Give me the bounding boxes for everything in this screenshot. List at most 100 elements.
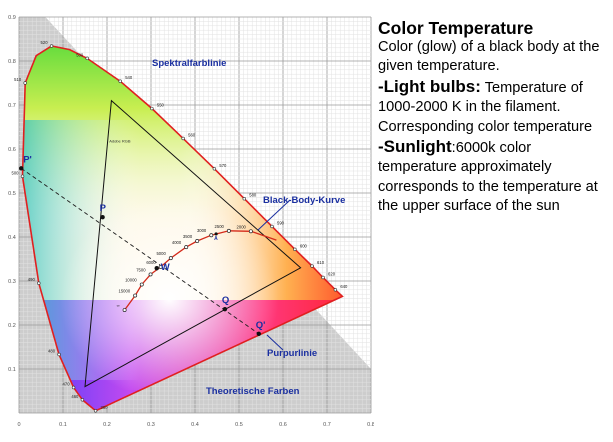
reference-point (154, 266, 159, 271)
y-tick-label: 0.9 (8, 15, 16, 21)
temperature-marker (122, 308, 127, 312)
temperature-marker (209, 233, 214, 238)
temperature-label: 2500 (215, 224, 225, 229)
x-tick-label: 0.2 (103, 422, 111, 428)
black-body-pointer (257, 199, 291, 231)
wavelength-marker (49, 44, 54, 48)
temperature-marker (195, 239, 200, 243)
temperature-label: 10000 (125, 278, 137, 283)
wavelength-marker (93, 409, 98, 413)
theoretical-colors-label: Theoretische Farben (206, 386, 300, 397)
wavelength-label: 570 (219, 163, 227, 168)
sunlight-heading: -Sunlight (378, 137, 452, 157)
wavelength-label: 610 (317, 260, 325, 265)
temperature-marker (148, 272, 153, 277)
wavelength-label: 380 (101, 405, 109, 410)
wavelength-label: 600 (300, 243, 308, 248)
wavelength-markers: 5205305405505605705805906006106206405105… (12, 40, 348, 413)
reference-point-label: P (100, 203, 107, 214)
wavelength-marker (293, 247, 297, 252)
wavelength-label: 560 (188, 132, 196, 137)
temperature-marker (168, 256, 173, 261)
temperature-marker (133, 293, 138, 298)
spektralfarblinie-label: Spektralfarblinie (152, 58, 226, 69)
temperature-marker (139, 282, 144, 287)
y-tick-label: 0.7 (8, 103, 16, 109)
reference-point-label: P' (23, 154, 32, 165)
wavelength-marker (37, 281, 41, 285)
x-tick-label: 0.3 (147, 422, 155, 428)
reference-point (19, 166, 24, 171)
corresponding-text: Corresponding color temperature (378, 118, 593, 135)
wavelength-marker (20, 174, 25, 178)
wavelength-marker (310, 264, 314, 268)
wavelength-marker (181, 136, 185, 141)
wavelength-label: 490 (28, 277, 36, 282)
gamut-label: Adobe RGB (109, 138, 131, 143)
temperature-label: 5000 (156, 251, 166, 256)
x-tick-label: 0.6 (279, 422, 287, 428)
wavelength-marker (57, 352, 61, 357)
temperature-marker (226, 228, 231, 233)
y-tick-label: 0.1 (8, 367, 16, 373)
y-tick-label: 0.6 (8, 147, 16, 153)
sunlight-paragraph: -Sunlight:6000k color temperature approx… (378, 137, 610, 217)
light-bulbs-paragraph: -Light bulbs: Temperature of 1000-2000 K… (378, 77, 610, 118)
wavelength-label: 500 (12, 170, 20, 175)
dominant-wavelength-line (20, 167, 260, 335)
wavelength-label: 550 (157, 103, 165, 108)
reference-point-label: A (214, 236, 218, 242)
x-tick-label: 0.5 (235, 422, 243, 428)
x-tick-label: 0.7 (323, 422, 331, 428)
reference-point (222, 306, 228, 312)
black-body-markers: 2000250030003500400050006000750010000150… (117, 224, 253, 312)
temperature-label: 2000 (237, 224, 247, 229)
wavelength-marker (23, 81, 27, 85)
wavelength-marker (242, 197, 246, 201)
wavelength-label: 480 (48, 348, 56, 353)
wavelength-marker (85, 56, 89, 61)
temperature-label: 3000 (197, 228, 207, 233)
wavelength-marker (270, 224, 274, 229)
wavelength-label: 640 (340, 284, 348, 289)
temperature-label: 15000 (119, 289, 131, 294)
temperature-marker (158, 264, 163, 269)
reference-point (214, 232, 218, 236)
sunlight-text: :6000k color temperature approximately c… (378, 140, 598, 215)
reference-point-label: W (161, 262, 170, 273)
wavelength-label: 470 (63, 381, 71, 386)
reference-point (256, 331, 261, 336)
y-tick-label: 0.8 (8, 59, 16, 65)
x-tick-label: 0.1 (59, 422, 67, 428)
cie-chromaticity-diagram: Adobe RGB 200025003000350040005000600075… (8, 15, 374, 428)
info-panel: Color Temperature Color (glow) of a blac… (378, 18, 610, 217)
wavelength-label: 590 (277, 220, 285, 225)
x-tick-label: 0.8 (367, 422, 374, 428)
wavelength-marker (118, 79, 122, 83)
wavelength-marker (321, 275, 325, 280)
panel-title: Color Temperature (378, 18, 534, 38)
reference-point-label: Q (222, 295, 229, 306)
y-tick-label: 0.3 (8, 279, 16, 285)
wavelength-label: 620 (328, 271, 336, 276)
reference-point (100, 215, 105, 220)
temperature-label: ∞ (117, 303, 120, 308)
temperature-label: 4000 (172, 240, 182, 245)
adobe-rgb-gamut-triangle (84, 99, 302, 388)
temperature-marker (248, 229, 253, 234)
panel-intro: Color (glow) of a black body at the give… (378, 39, 600, 75)
light-bulbs-text: Temperature of 1000-2000 K in the filame… (378, 79, 583, 116)
x-tick-label: 0 (17, 422, 20, 428)
wavelength-marker (333, 288, 338, 292)
y-tick-label: 0.4 (8, 235, 16, 241)
y-tick-label: 0.5 (8, 191, 16, 197)
y-axis-ticks: 0.90.80.70.60.50.40.30.20.1 (8, 15, 16, 373)
wavelength-label: 460 (71, 394, 79, 399)
reference-point-label: Q' (256, 320, 266, 331)
purpurlinie-label: Purpurlinie (267, 348, 317, 359)
black-body-curve (124, 230, 277, 311)
temperature-label: 3500 (183, 234, 193, 239)
wavelength-label: 540 (125, 75, 133, 80)
wavelength-label: 510 (14, 77, 22, 82)
